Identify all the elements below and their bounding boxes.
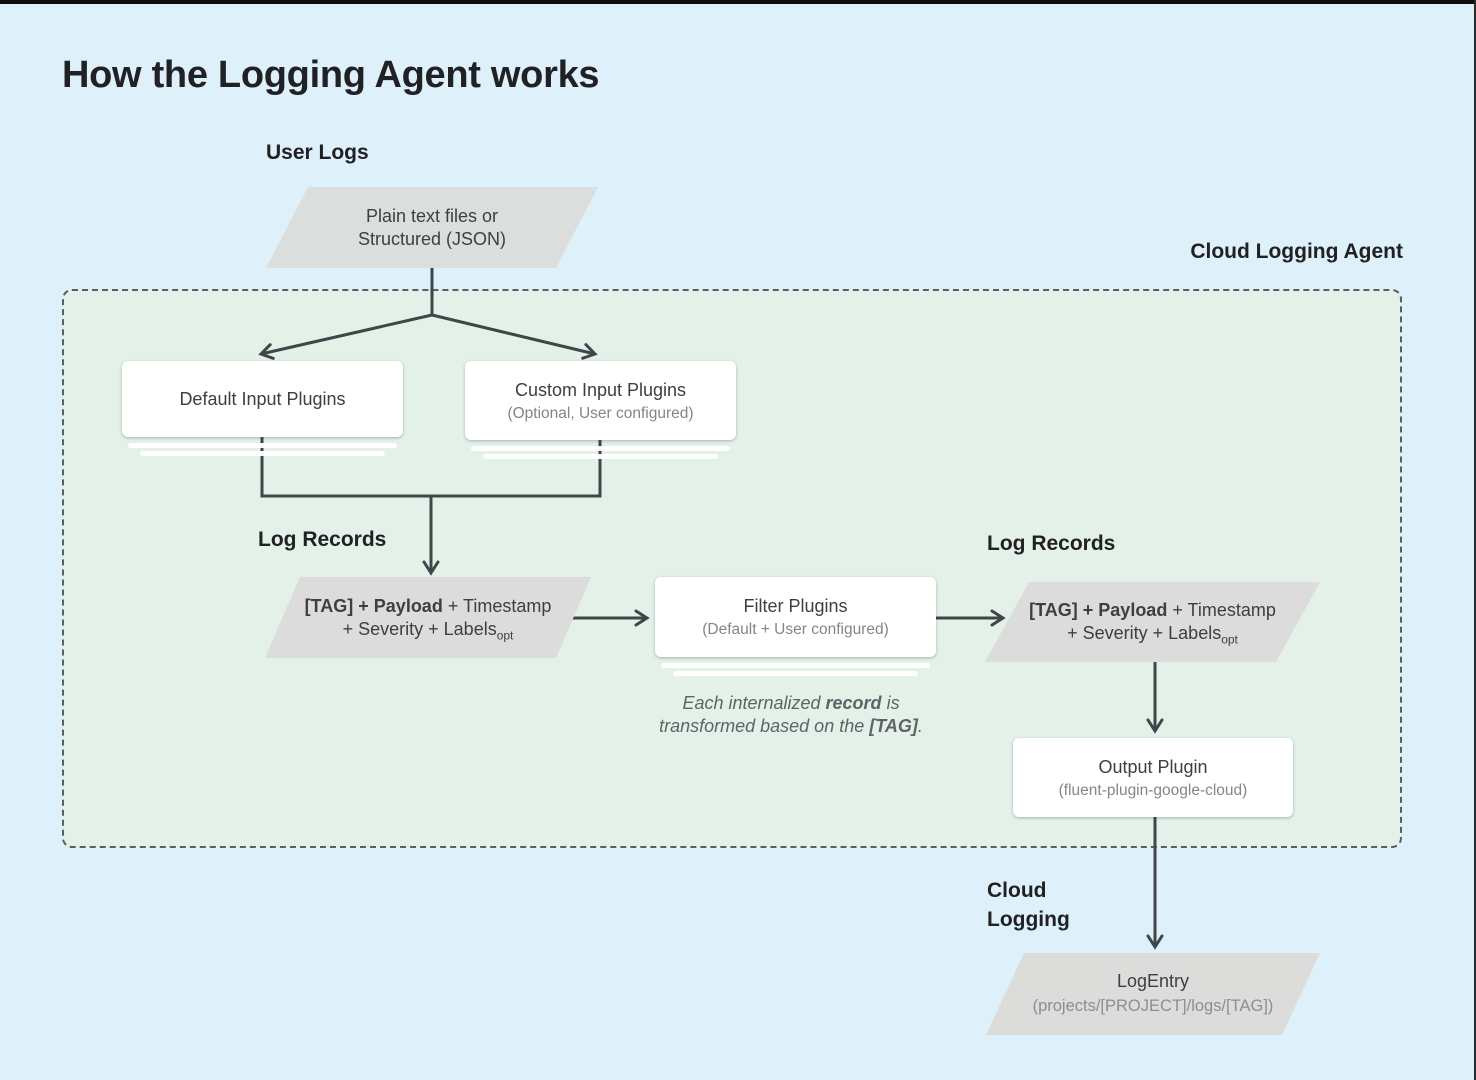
log-record-left-line2: + Severity + Labelsopt xyxy=(265,618,591,641)
log-entry-title: LogEntry xyxy=(1116,971,1190,991)
shape-user-input-parallelogram: Plain text files or Structured (JSON) xyxy=(266,187,598,268)
custom-input-plugins-title: Custom Input Plugins xyxy=(514,379,687,400)
log-record-right-opt-subscript: opt xyxy=(1221,632,1238,647)
log-record-right-line2: + Severity + Labelsopt xyxy=(985,622,1320,645)
page-title: How the Logging Agent works xyxy=(62,54,600,96)
card-filter-plugins: Filter Plugins (Default + User configure… xyxy=(655,577,936,657)
log-record-right-timestamp: + Timestamp xyxy=(1167,600,1276,620)
label-cloud-logging-line1: Cloud xyxy=(987,879,1047,902)
custom-input-stack-line-1 xyxy=(471,446,730,451)
log-record-left-line1: [TAG] + Payload + Timestamp xyxy=(265,595,591,618)
output-plugin-title: Output Plugin xyxy=(1098,756,1208,777)
filter-plugins-stack-line-1 xyxy=(661,663,930,668)
custom-input-stack-line-2 xyxy=(483,454,718,459)
custom-input-plugins-subtitle: (Optional, User configured) xyxy=(507,404,694,422)
output-plugin-subtitle: (fluent-plugin-google-cloud) xyxy=(1058,781,1248,799)
user-input-line1: Plain text files or xyxy=(365,205,499,226)
default-input-plugins-title: Default Input Plugins xyxy=(179,389,346,409)
filter-plugins-title: Filter Plugins xyxy=(743,596,848,616)
shape-log-record-left-parallelogram: [TAG] + Payload + Timestamp + Severity +… xyxy=(265,577,591,658)
label-log-records-right: Log Records xyxy=(987,532,1116,555)
card-output-plugin: Output Plugin (fluent-plugin-google-clou… xyxy=(1013,738,1293,817)
shape-log-entry-parallelogram: LogEntry (projects/[PROJECT]/logs/[TAG]) xyxy=(986,953,1320,1035)
log-record-left-opt-subscript: opt xyxy=(496,628,514,643)
default-input-stack-line-1 xyxy=(128,443,397,448)
label-cloud-logging-agent: Cloud Logging Agent xyxy=(1190,240,1403,263)
filter-plugins-subtitle: (Default + User configured) xyxy=(702,621,889,638)
log-record-left-tag-payload: [TAG] + Payload xyxy=(304,595,443,616)
user-input-line2: Structured (JSON) xyxy=(357,228,507,249)
card-default-input-plugins: Default Input Plugins xyxy=(122,361,403,437)
log-record-right-severity-labels: + Severity + Labels xyxy=(1067,623,1222,643)
label-cloud-logging-line2: Logging xyxy=(987,908,1070,931)
log-record-right-tag-payload: [TAG] + Payload xyxy=(1029,600,1168,620)
default-input-stack-line-2 xyxy=(140,451,385,456)
label-log-records-left: Log Records xyxy=(258,528,387,551)
log-record-right-line1: [TAG] + Payload + Timestamp xyxy=(985,599,1320,622)
transform-note: Each internalized record is transformed … xyxy=(640,692,942,738)
card-custom-input-plugins: Custom Input Plugins (Optional, User con… xyxy=(465,361,736,440)
note-record-bold: record xyxy=(825,693,882,713)
note-line1-post: is xyxy=(881,693,900,713)
note-tag-bold: [TAG] xyxy=(869,716,918,736)
note-line2-post: . xyxy=(917,716,923,736)
filter-plugins-stack-line-2 xyxy=(673,671,918,676)
log-record-left-timestamp: + Timestamp xyxy=(442,595,552,616)
shape-log-record-right-parallelogram: [TAG] + Payload + Timestamp + Severity +… xyxy=(985,582,1320,662)
note-line2-pre: transformed based on the xyxy=(659,716,870,736)
top-edge-bar xyxy=(0,0,1476,4)
label-cloud-logging: Cloud Logging xyxy=(987,876,1070,934)
right-edge-bar xyxy=(1474,0,1476,1080)
log-entry-subtitle: (projects/[PROJECT]/logs/[TAG]) xyxy=(1032,997,1274,1015)
log-record-left-severity-labels: + Severity + Labels xyxy=(342,618,497,639)
note-line1-pre: Each internalized xyxy=(682,693,826,713)
label-user-logs: User Logs xyxy=(266,141,369,164)
